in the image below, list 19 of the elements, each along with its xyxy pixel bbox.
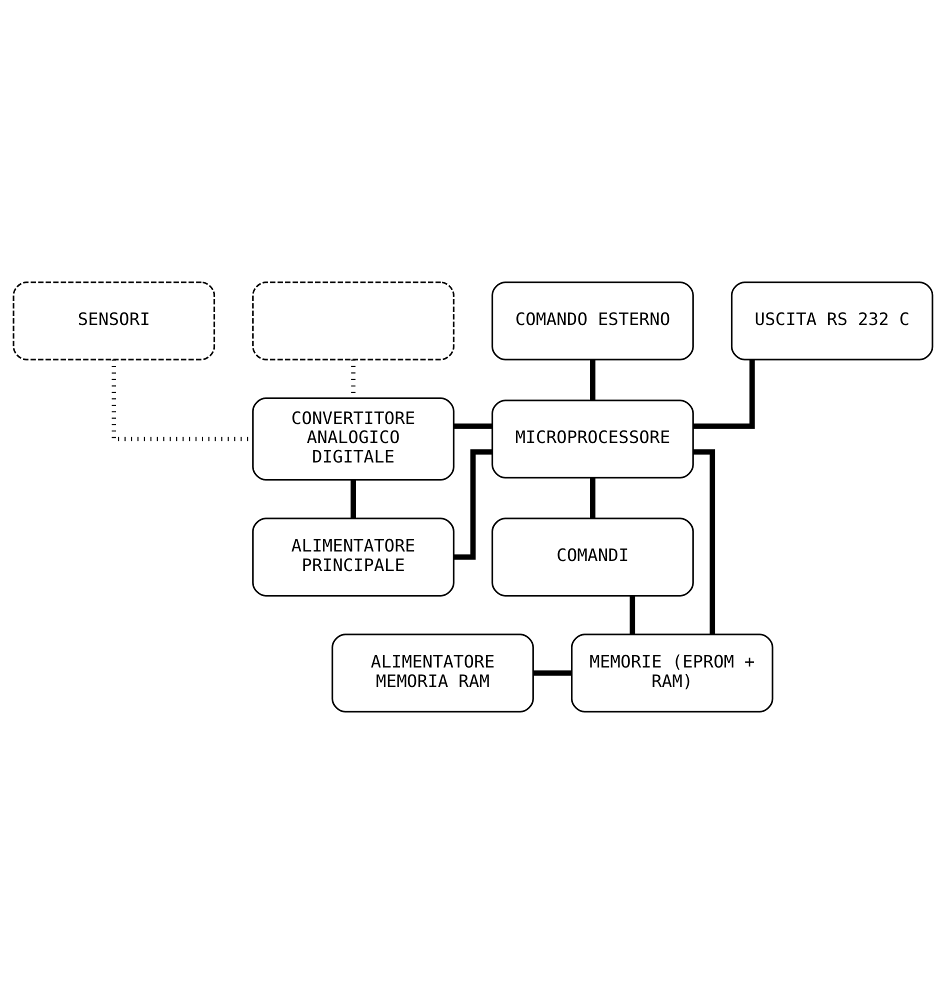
connector [453,423,492,429]
node-box: CONVERTITORE ANALOGICO DIGITALE [252,397,454,481]
node-box: COMANDO ESTERNO [491,282,694,360]
connector [350,480,356,518]
node-box: USCITA RS 232 C [730,282,933,360]
connector [692,449,715,634]
node-box: SENSORI [12,282,215,360]
connector [453,449,492,560]
node-box: ALIMENTATORE MEMORIA RAM [331,634,534,712]
connector [692,360,754,429]
connector [532,670,572,676]
node-box [252,282,454,360]
connector [590,478,595,518]
node-box: COMANDI [491,518,694,597]
node-box: ALIMENTATORE PRINCIPALE [252,518,454,597]
node-box: MICROPROCESSORE [491,400,694,478]
connector [590,360,595,400]
node-box: MEMORIE (EPROM + RAM) [570,634,773,712]
connector [629,596,635,634]
